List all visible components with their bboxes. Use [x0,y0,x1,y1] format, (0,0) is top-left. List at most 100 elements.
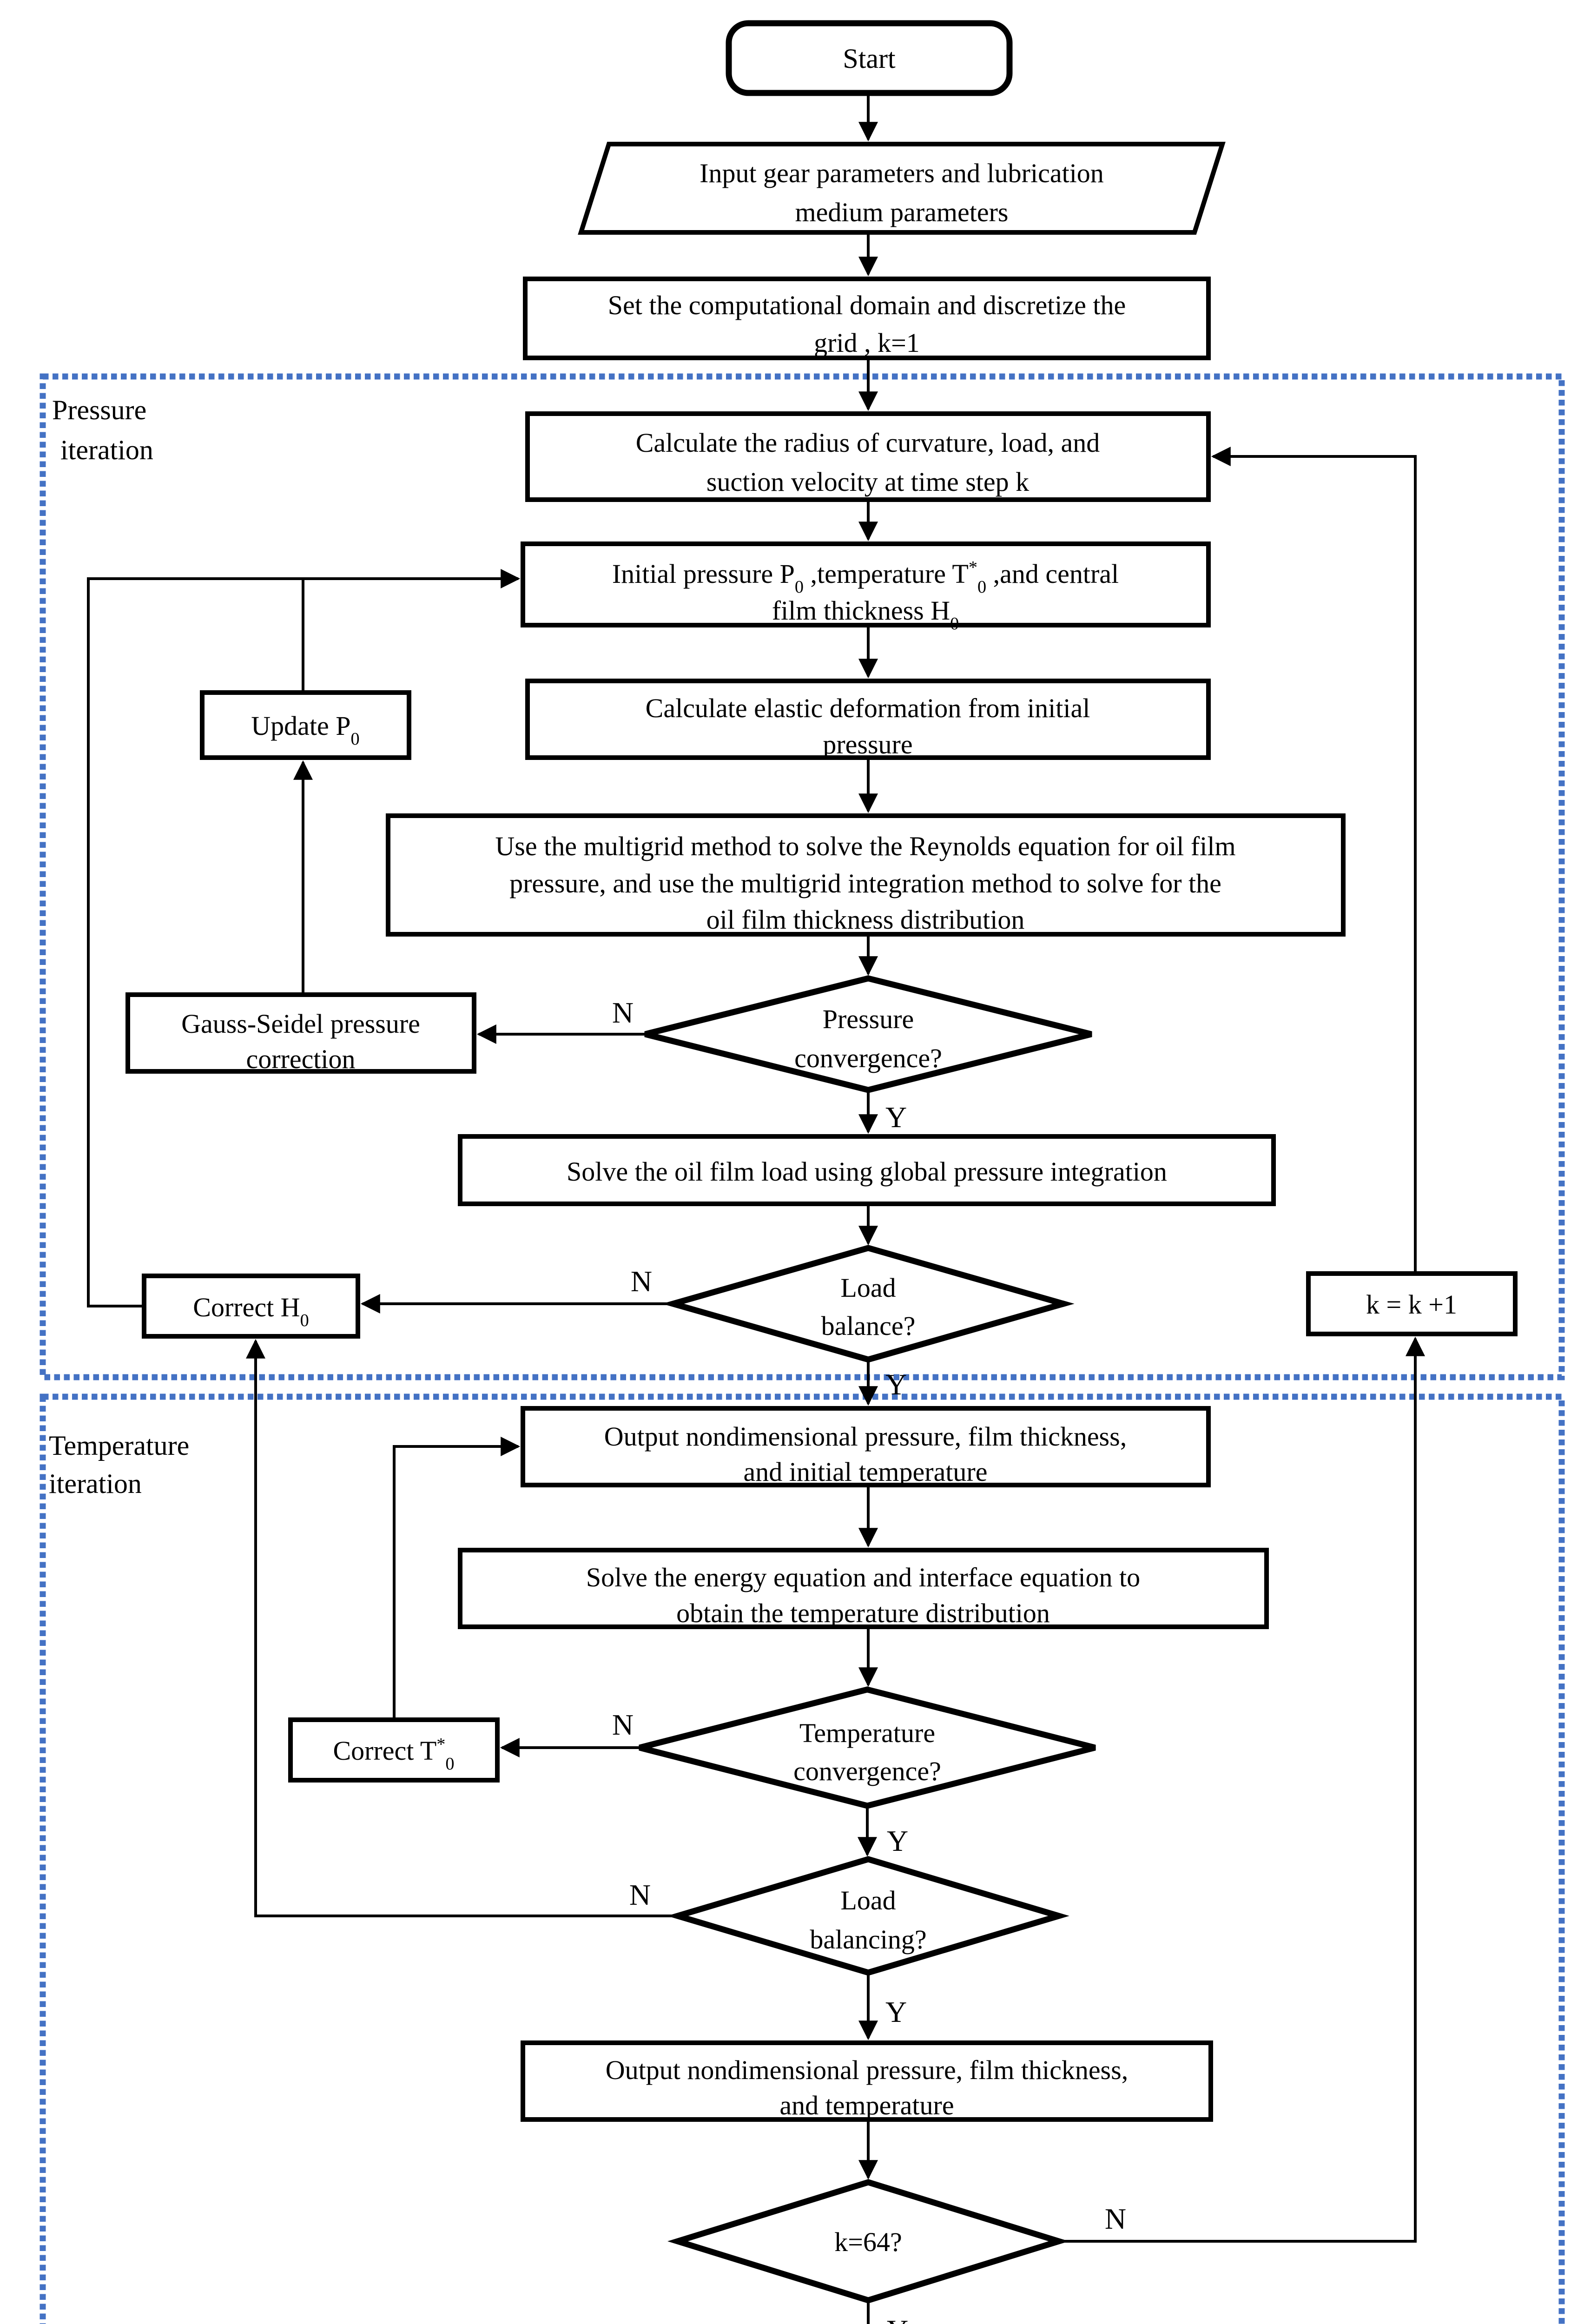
gauss-seidel-rect [125,992,476,1074]
section-temperature-label-line2: iteration [49,1468,142,1499]
multigrid-rect [386,813,1346,937]
gauss-seidel-line2: correction [246,1044,355,1074]
edge-k-increment-to-calc-radius [1211,447,1417,1274]
solve-load-label: Solve the oil film load using global pre… [567,1156,1167,1187]
section-temperature-label-line1: Temperature [49,1430,189,1461]
node-update-p0: Update P0 [200,690,411,760]
multigrid-line2: pressure, and use the multigrid integrat… [509,868,1221,898]
correct-t0-label: Correct T*0 [333,1735,454,1774]
node-load-balance: Load balance? [662,1245,1075,1363]
label-load-balancing-yes: Y [885,1995,907,2028]
set-domain-line1: Set the computational domain and discret… [608,290,1126,320]
initial-values-line2: film thickness H0 [772,595,959,634]
temperature-iteration-section-box [40,1393,1565,2324]
node-multigrid: Use the multigrid method to solve the Re… [386,813,1346,937]
input-parameters-line1: Input gear parameters and lubrication [700,158,1104,188]
output-initial-line2: and initial temperature [743,1457,987,1487]
solve-energy-line2: obtain the temperature distribution [676,1598,1050,1628]
load-balancing-line2: balancing? [810,1924,926,1954]
load-balancing-line1: Load [840,1885,896,1915]
gauss-seidel-line1: Gauss-Seidel pressure [181,1009,420,1039]
output-final-line2: and temperature [779,2090,954,2120]
input-parameters-parallelogram [578,142,1226,235]
label-k64-yes: Y [887,2314,908,2324]
temperature-convergence-line2: convergence? [793,1756,941,1786]
set-domain-rect [523,277,1211,360]
node-output-initial: Output nondimensional pressure, film thi… [521,1406,1211,1487]
calc-elastic-line1: Calculate elastic deformation from initi… [646,693,1090,723]
k-increment-label: k = k +1 [1366,1289,1457,1320]
output-final-rect [521,2040,1213,2122]
calc-radius-rect [525,411,1211,502]
node-input-parameters: Input gear parameters and lubrication me… [578,142,1226,235]
node-start: Start [726,20,1013,96]
initial-values-line1: Initial pressure P0 ,temperature T*0 ,an… [612,558,1119,597]
input-parameters-line2: medium parameters [795,197,1009,227]
node-solve-load: Solve the oil film load using global pre… [458,1134,1276,1206]
label-k64-no: N [1105,2202,1126,2235]
label-load-balance-yes: Y [885,1368,907,1401]
output-initial-line1: Output nondimensional pressure, film thi… [604,1421,1127,1452]
load-balance-line2: balance? [821,1311,916,1341]
solve-energy-rect [458,1548,1269,1629]
edge-correct-t0-feedback-to-output-initial [393,1437,521,1720]
calc-elastic-rect [525,679,1211,760]
update-p0-rect [200,690,411,760]
load-balance-diamond [662,1245,1075,1363]
node-correct-t0: Correct T*0 [288,1717,500,1783]
node-k-increment: k = k +1 [1306,1271,1518,1336]
output-final-line1: Output nondimensional pressure, film thi… [606,2055,1128,2085]
calc-elastic-line2: pressure [823,729,912,759]
edge-load-balancing-no-to-correct-h0 [246,1339,678,1917]
pressure-convergence-diamond [644,975,1092,1093]
node-set-domain: Set the computational domain and discret… [523,277,1211,360]
label-load-balancing-no: N [629,1878,651,1911]
node-pressure-convergence: Pressure convergence? [644,975,1092,1093]
pressure-iteration-section-box [40,373,1565,1380]
calc-radius-line2: suction velocity at time step k [706,467,1029,497]
load-balancing-diamond [667,1856,1069,1976]
section-pressure-label-line1: Pressure [52,395,146,425]
label-pressure-convergence-no: N [612,996,634,1029]
output-initial-rect [521,1406,1211,1487]
node-load-balancing: Load balancing? [667,1856,1069,1976]
node-output-final: Output nondimensional pressure, film thi… [521,2040,1213,2122]
start-terminal-shape [726,20,1013,96]
correct-t0-rect [288,1717,500,1783]
multigrid-line1: Use the multigrid method to solve the Re… [495,831,1235,861]
node-calc-radius: Calculate the radius of curvature, load,… [525,411,1211,502]
load-balance-line1: Load [840,1273,896,1303]
node-correct-h0: Correct H0 [142,1274,360,1339]
section-pressure-label-line2: iteration [60,435,153,465]
node-initial-values: Initial pressure P0 ,temperature T*0 ,an… [521,541,1211,634]
calc-radius-line1: Calculate the radius of curvature, load,… [636,428,1100,458]
node-gauss-seidel: Gauss-Seidel pressure correction [125,992,476,1074]
k64-diamond [667,2179,1069,2304]
node-solve-energy: Solve the energy equation and interface … [458,1548,1269,1629]
edge-correct-h0-feedback-to-initial [87,569,521,1307]
correct-h0-label: Correct H0 [193,1292,309,1330]
label-load-balance-no: N [631,1265,652,1298]
label-pressure-convergence-yes: Y [885,1101,907,1134]
node-calc-elastic: Calculate elastic deformation from initi… [525,679,1211,760]
pressure-convergence-line2: convergence? [794,1043,942,1073]
temperature-convergence-line1: Temperature [799,1718,935,1748]
k64-label: k=64? [834,2227,902,2257]
start-label: Start [843,43,896,74]
node-k64: k=64? [667,2179,1069,2304]
edge-k64-no-to-k-increment [1059,1336,1425,2243]
label-temperature-convergence-no: N [612,1708,634,1741]
solve-load-rect [458,1134,1276,1206]
solve-energy-line1: Solve the energy equation and interface … [586,1562,1140,1592]
correct-h0-rect [142,1274,360,1339]
set-domain-line2: grid , k=1 [814,328,920,358]
node-temperature-convergence: Temperature convergence? [639,1686,1096,1809]
k-increment-rect [1306,1271,1518,1336]
multigrid-line3: oil film thickness distribution [706,905,1025,935]
temperature-convergence-diamond [639,1686,1096,1809]
pressure-convergence-line1: Pressure [823,1004,914,1034]
update-p0-label: Update P0 [251,711,359,749]
initial-values-rect [521,541,1211,627]
